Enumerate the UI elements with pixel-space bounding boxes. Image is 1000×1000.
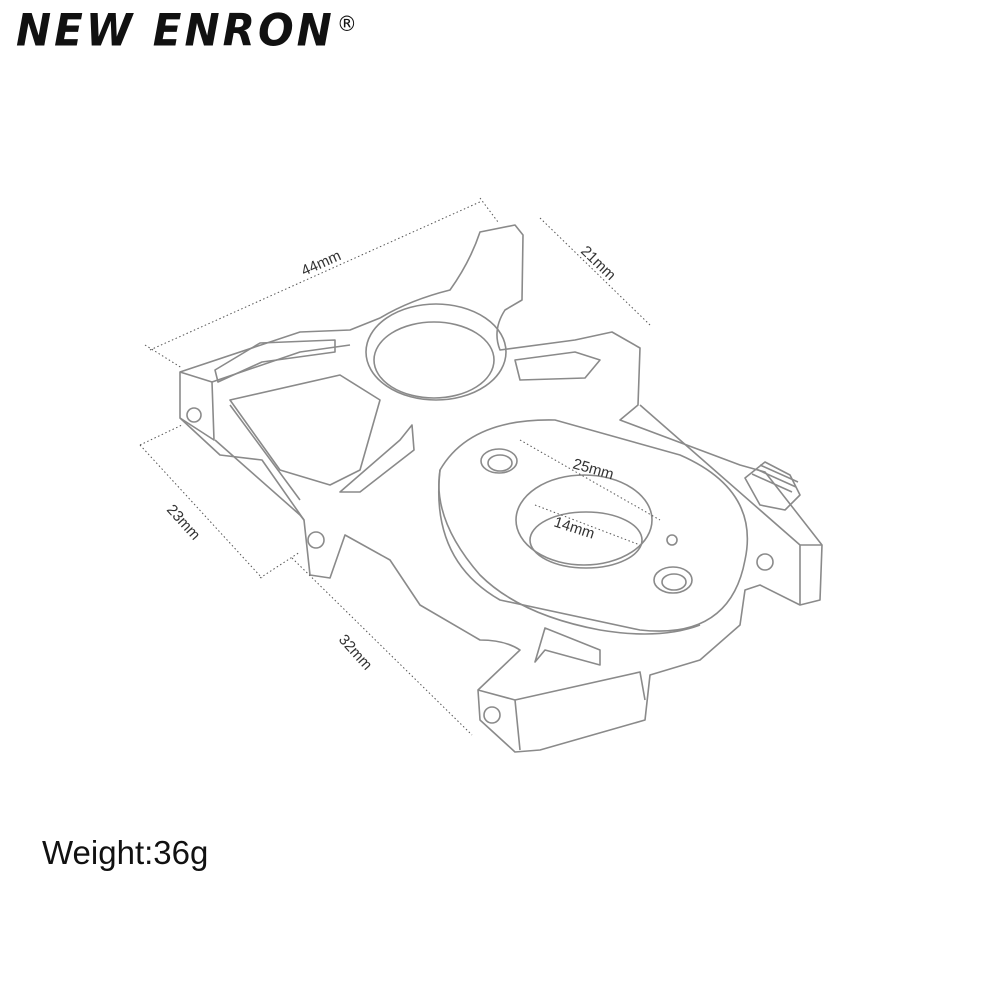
- motor-shaft-hole: [515, 474, 653, 566]
- upper-bearing-ring: [365, 303, 507, 401]
- slot-top-left: [214, 339, 336, 383]
- mount-hole-2: [653, 566, 693, 594]
- mount-hole-2-inner: [661, 573, 687, 591]
- left-rail: [214, 404, 305, 521]
- dim-line-25: [519, 439, 661, 521]
- motor-shaft-hole-inner: [529, 511, 643, 569]
- body-outline: [179, 224, 823, 753]
- adjust-screw: [744, 461, 801, 511]
- oval-plate-edge: [438, 469, 701, 635]
- side-screw-right: [756, 553, 774, 571]
- weight-label: Weight:36g: [42, 834, 209, 871]
- mount-hole-1: [480, 448, 518, 474]
- brand-logo: NEW ENRON®: [16, 5, 360, 56]
- dim-ext-23a: [139, 424, 183, 446]
- left-opening: [229, 374, 381, 486]
- pin-hole: [666, 534, 678, 546]
- adjust-screw-threads: [751, 464, 799, 493]
- side-screw-left: [186, 407, 202, 423]
- dim-label-25: 25mm: [571, 456, 616, 484]
- oval-plate: [438, 419, 749, 632]
- dim-line-14: [534, 504, 641, 546]
- registered-mark: ®: [336, 11, 360, 37]
- bottom-foot: [477, 671, 646, 751]
- dim-line-21: [539, 217, 651, 326]
- dim-line-32: [291, 557, 473, 736]
- dimension-lines: [139, 197, 661, 736]
- side-screw-bottom: [483, 706, 501, 724]
- dim-label-14: 14mm: [552, 514, 597, 543]
- part-outline: [179, 224, 823, 753]
- side-screw-mid: [307, 531, 325, 549]
- slot-top-right: [514, 351, 601, 381]
- dimension-labels: 44mm 21mm 23mm 32mm 25mm 14mm: [163, 243, 619, 674]
- dim-ext-44a: [144, 344, 183, 369]
- dim-label-32: 32mm: [335, 631, 376, 673]
- slot-bottom: [534, 627, 601, 666]
- right-rail: [639, 404, 822, 605]
- dim-label-21: 21mm: [577, 243, 619, 284]
- mount-hole-1-inner: [487, 454, 513, 472]
- dim-label-44: 44mm: [299, 247, 344, 279]
- upper-bearing-hole: [373, 321, 495, 399]
- slot-middle: [339, 424, 415, 493]
- dim-line-44: [149, 200, 483, 351]
- brand-name: NEW ENRON: [16, 4, 335, 57]
- dim-ext-44b: [479, 197, 499, 223]
- dim-ext-23b: [259, 551, 301, 579]
